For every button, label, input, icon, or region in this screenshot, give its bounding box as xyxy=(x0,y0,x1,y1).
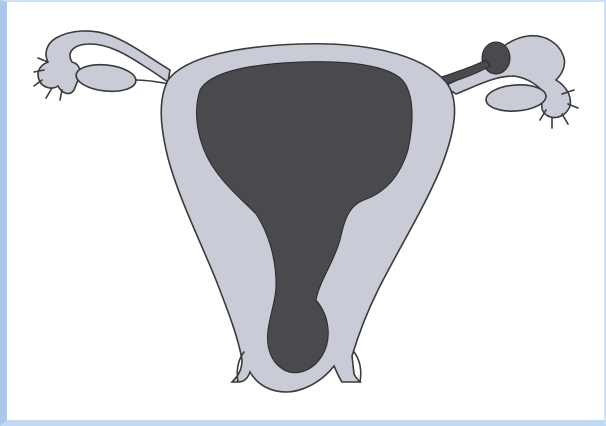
right-ovary xyxy=(485,83,547,113)
left-ovary xyxy=(75,62,137,94)
